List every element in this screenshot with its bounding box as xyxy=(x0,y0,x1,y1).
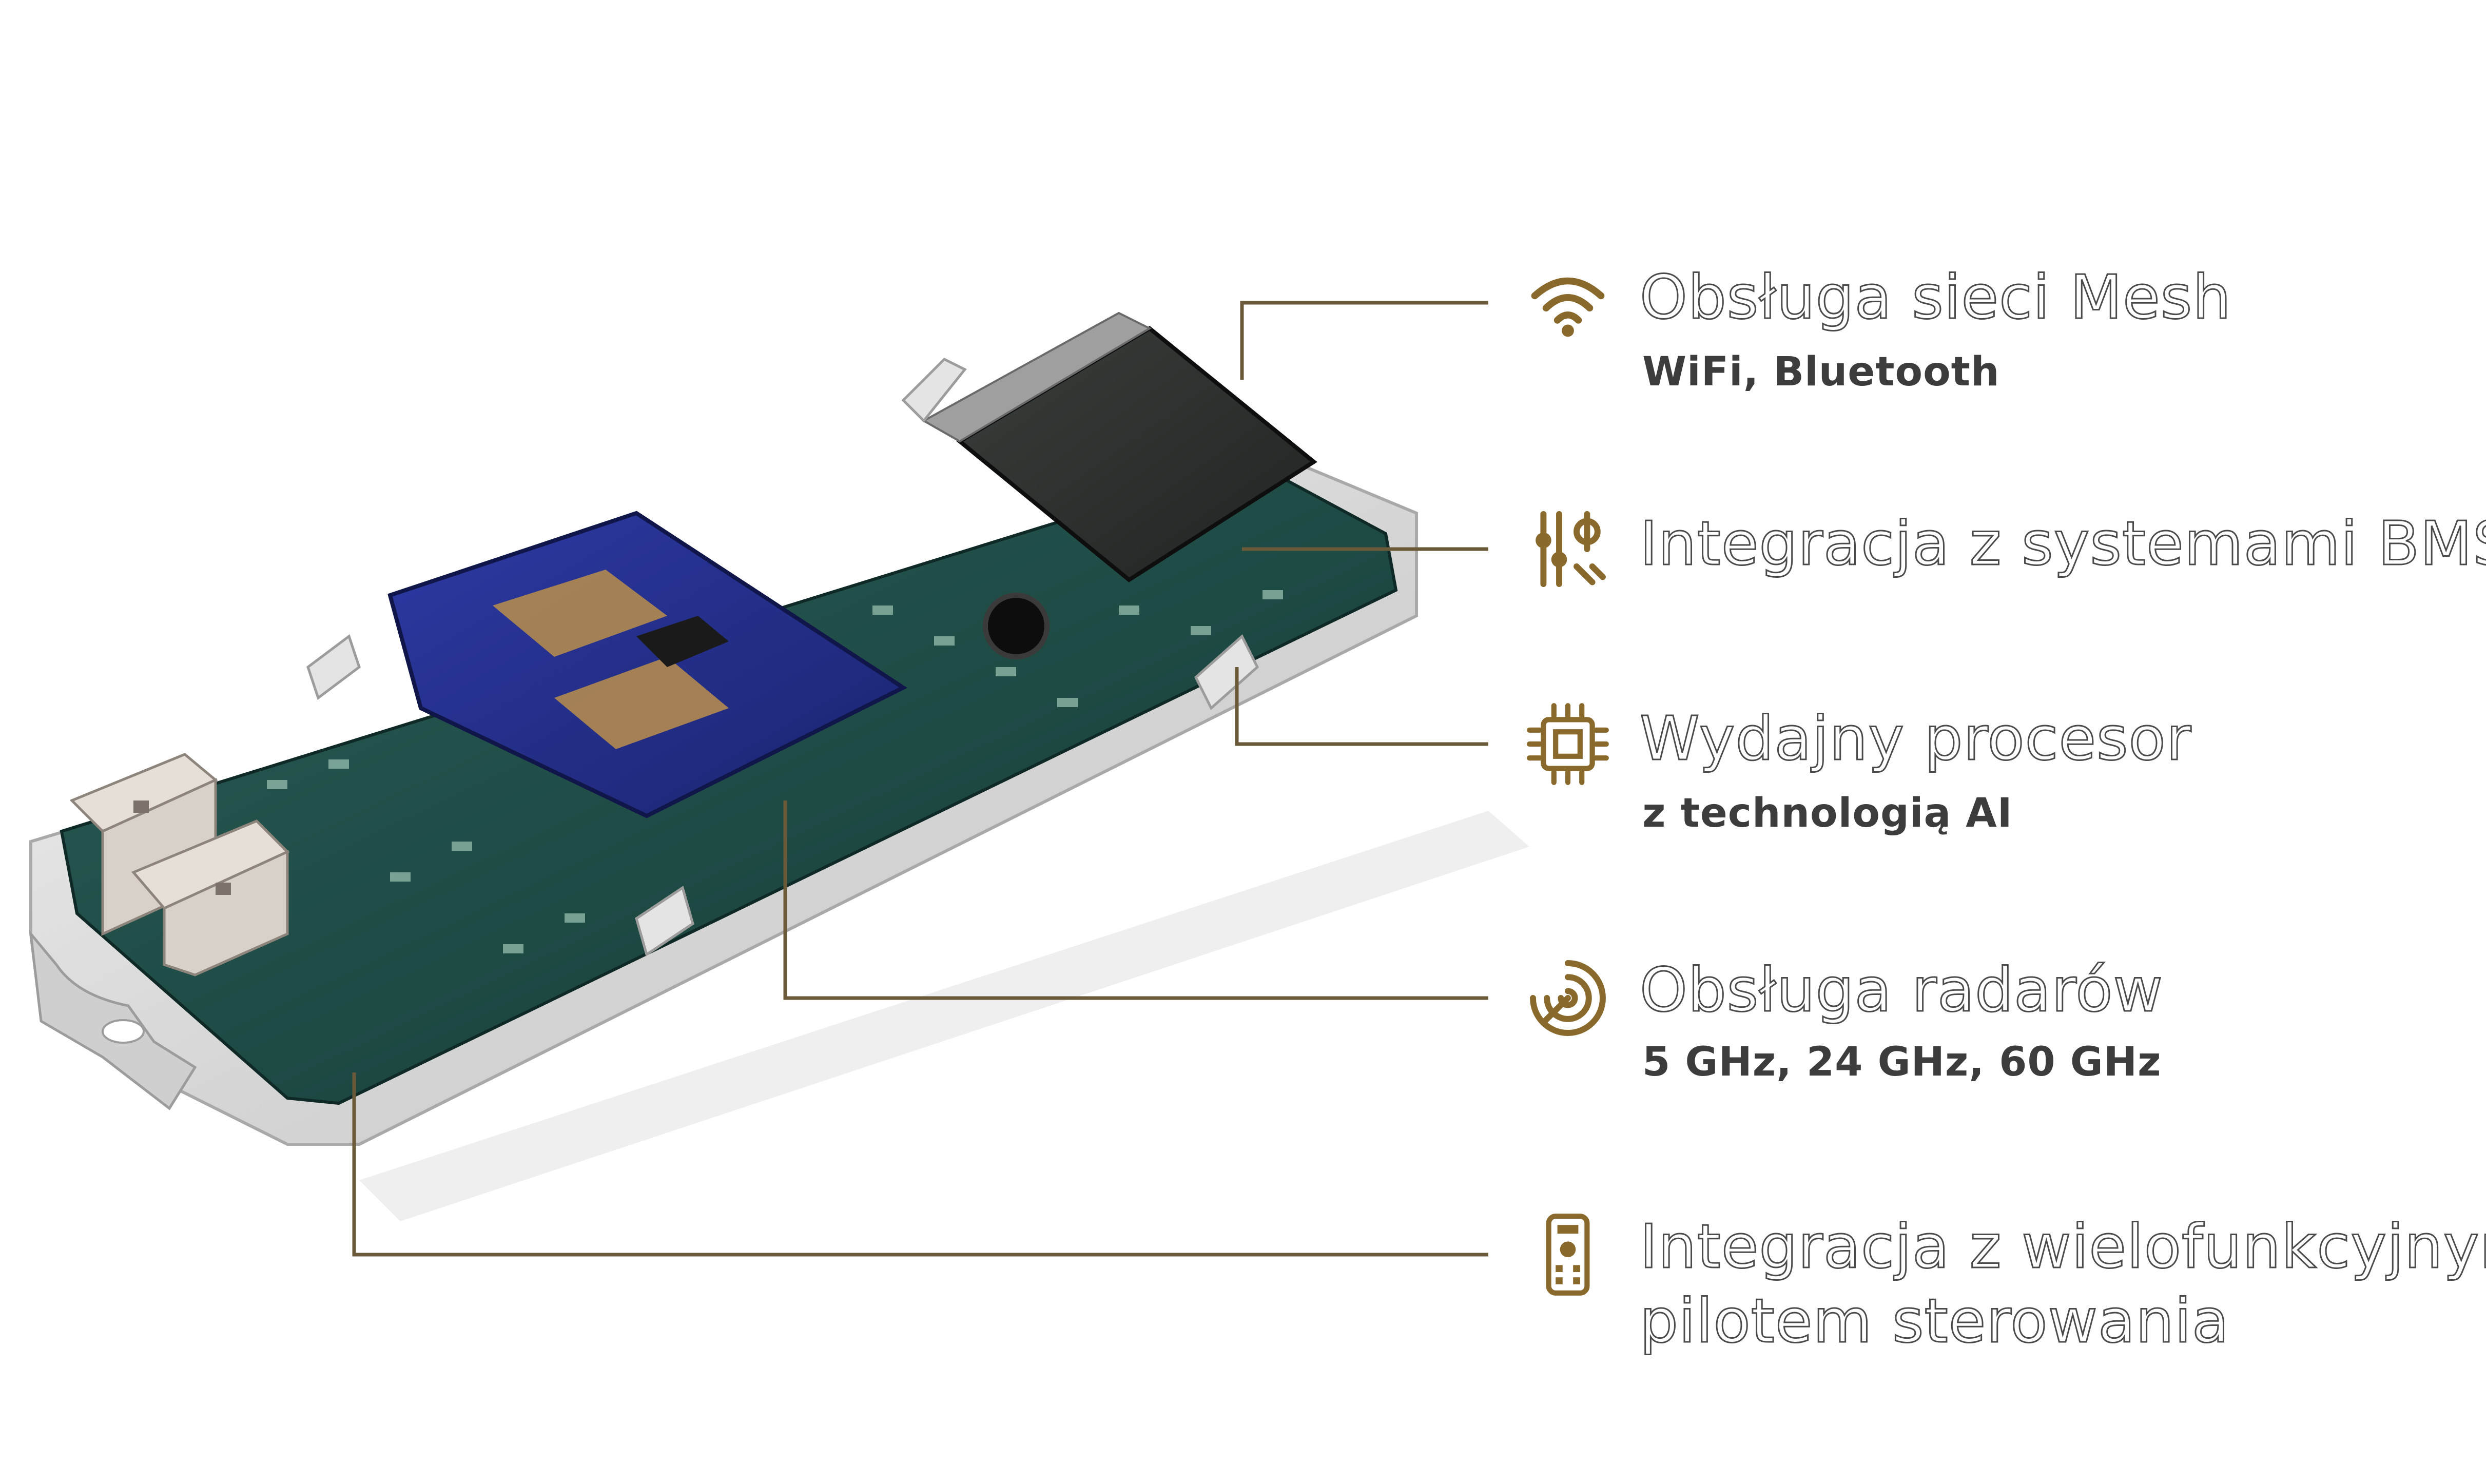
feature-title-processor: Wydajny procesor xyxy=(1639,702,2192,775)
callout-line-radar xyxy=(783,800,1488,1000)
feature-subtitle-processor: z technologią AI xyxy=(1642,790,2013,836)
feature-title-radar: Obsługa radarów xyxy=(1639,954,2164,1026)
processor-chip-icon xyxy=(1527,703,1609,785)
feature-subtitle-radar: 5 GHz, 24 GHz, 60 GHz xyxy=(1642,1039,2162,1085)
terminal-block xyxy=(69,753,290,977)
callout-line-processor xyxy=(1235,667,1488,746)
feature-title-bms: Integracja z systemami BMS xyxy=(1639,507,2486,580)
wifi-module-edge xyxy=(921,311,1152,443)
callout-line-mesh xyxy=(1240,301,1488,380)
feature-title-mesh: Obsługa sieci Mesh xyxy=(1639,261,2232,334)
mounting-hole xyxy=(102,1019,145,1044)
sensor-lens xyxy=(983,593,1050,659)
wifi-icon xyxy=(1531,277,1605,337)
radar-chip xyxy=(636,616,729,667)
feature-title-remote-line1: Integracja z wielofunkcyjnym xyxy=(1639,1210,2486,1283)
radar-antenna xyxy=(493,570,667,657)
remote-control-icon xyxy=(1546,1214,1590,1296)
radar-antenna xyxy=(554,657,729,749)
settings-sliders-icon xyxy=(1536,511,1606,587)
radar-icon xyxy=(1530,960,1606,1036)
housing-clips xyxy=(306,357,1259,956)
callout-line-remote xyxy=(352,1072,1488,1257)
pcb-components xyxy=(267,590,1283,953)
device-shadow xyxy=(359,811,1529,1221)
feature-title-remote-line2: pilotem sterowania xyxy=(1639,1285,2230,1357)
feature-subtitle-mesh: WiFi, Bluetooth xyxy=(1642,349,2000,395)
